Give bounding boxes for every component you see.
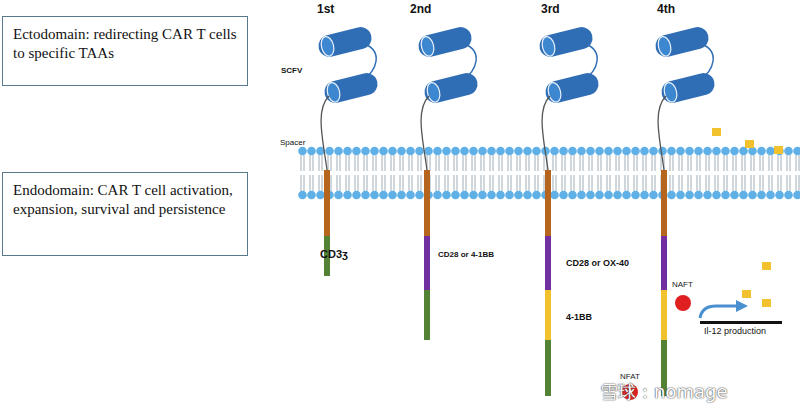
scfv-domain	[659, 71, 717, 105]
scfv-body	[659, 71, 717, 105]
part-label: SCFV	[281, 66, 302, 75]
signaling-domain	[545, 170, 551, 236]
signaling-domain	[424, 236, 430, 290]
factor-label: NAFT	[672, 280, 693, 289]
scfv-linker	[584, 44, 597, 80]
spacer-line	[542, 96, 550, 170]
part-label: Spacer	[280, 138, 305, 147]
scfv-domain	[653, 25, 711, 59]
scfv-linker	[700, 44, 713, 80]
scfv-linker	[463, 44, 476, 80]
scfv-domain	[322, 71, 380, 105]
scfv-face	[419, 35, 435, 57]
signaling-domain	[661, 170, 667, 236]
box-text: Ectodomain: redirecting CAR T cells to s…	[13, 25, 237, 63]
scfv-body	[322, 71, 380, 105]
product-label: Il-12 production	[704, 326, 766, 336]
scfv-face	[425, 81, 441, 103]
description-box: Ectodomain: redirecting CAR T cells to s…	[2, 16, 248, 86]
generation-number: 2nd	[410, 2, 431, 16]
generation-number: 1st	[317, 2, 334, 16]
scfv-face	[325, 81, 341, 103]
scfv-body	[316, 25, 374, 59]
scfv-body	[653, 25, 711, 59]
spacer-line	[658, 96, 666, 170]
scfv-linker	[363, 44, 376, 80]
scfv-domain	[537, 25, 595, 59]
scfv-face	[319, 35, 335, 57]
signaling-domain	[545, 236, 551, 290]
il12-secretion	[622, 128, 783, 400]
scfv-body	[422, 71, 480, 105]
signaling-domain	[545, 340, 551, 396]
domain-label: 4-1BB	[566, 312, 592, 322]
box-text: Endodomain: CAR T cell activation, expan…	[13, 181, 237, 219]
scfv-body	[543, 71, 601, 105]
scfv-face	[662, 81, 678, 103]
signaling-domain	[661, 236, 667, 290]
domain-label: CD28 or 4-1BB	[438, 250, 494, 259]
scfv-face	[546, 81, 562, 103]
watermark: 雪球：nomage	[600, 380, 728, 404]
signaling-domain	[545, 290, 551, 340]
signaling-domain	[324, 170, 330, 236]
description-box: Endodomain: CAR T cell activation, expan…	[2, 172, 248, 256]
scfv-face	[540, 35, 556, 57]
signaling-domain	[424, 170, 430, 236]
factor-label: NFAT	[620, 372, 640, 381]
spacer-line	[321, 96, 329, 170]
signaling-domain	[424, 290, 430, 340]
scfv-domain	[316, 25, 374, 59]
spacer-line	[421, 96, 429, 170]
generation-number: 4th	[657, 2, 675, 16]
domain-label: CD3ʒ	[320, 248, 348, 260]
scfv-body	[416, 25, 474, 59]
scfv-face	[656, 35, 672, 57]
domain-label: CD28 or OX-40	[566, 258, 629, 268]
signaling-domain	[661, 290, 667, 340]
scfv-domain	[543, 71, 601, 105]
scfv-domain	[422, 71, 480, 105]
generation-number: 3rd	[541, 2, 560, 16]
scfv-body	[537, 25, 595, 59]
scfv-domain	[416, 25, 474, 59]
